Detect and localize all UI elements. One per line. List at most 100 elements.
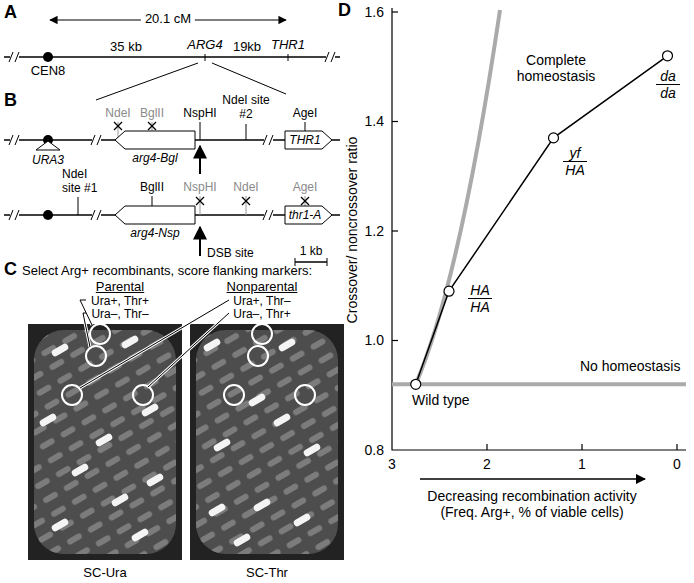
use-shape (247, 392, 266, 407)
label-anchor: AgeI (293, 180, 318, 194)
line-shape (148, 122, 156, 130)
genotype-label: da (656, 68, 680, 85)
polygon-shape (36, 141, 60, 150)
g-shape (80, 300, 229, 388)
label-anchor: 1 (578, 456, 586, 472)
site-label: BglII (140, 106, 164, 120)
polyline-shape (392, 8, 686, 450)
use-shape (212, 437, 231, 452)
line-shape (269, 210, 273, 220)
polyline-shape (83, 313, 90, 347)
use-shape (145, 472, 164, 487)
rect-shape (92, 209, 101, 221)
use-shape (38, 412, 57, 427)
tick-label: 3 (388, 456, 396, 472)
line-shape (96, 63, 198, 100)
use-shape (50, 342, 69, 357)
line-shape (263, 210, 267, 220)
line-shape (392, 230, 398, 231)
line-shape (200, 196, 201, 215)
rect-shape (10, 209, 19, 221)
label-anchor: 1.6 (365, 4, 384, 20)
agar-plate (28, 324, 182, 560)
class-heading: Parental (96, 279, 144, 294)
locus-label: ARG4 (187, 37, 222, 52)
tick-label: 0 (673, 456, 681, 472)
tick-label: 0.8 (365, 442, 384, 458)
line-shape (242, 197, 250, 205)
circle-shape (411, 379, 421, 389)
path-shape (416, 10, 500, 384)
label-anchor: 0.8 (365, 442, 384, 458)
line-shape (269, 135, 273, 145)
line-shape (91, 135, 95, 145)
line-shape (420, 478, 645, 480)
line-shape (78, 197, 79, 215)
phenotype-label: Ura+, Thr+ (91, 294, 149, 308)
line-shape (676, 444, 677, 450)
line-shape (196, 197, 204, 205)
use-shape (302, 442, 321, 457)
polygon-shape (285, 206, 332, 224)
line-shape (15, 52, 19, 62)
label-anchor: arg4-Nsp (130, 226, 179, 240)
circle-shape (43, 210, 53, 220)
phenotype-label: Ura–, Thr+ (233, 307, 290, 321)
line-shape (15, 210, 19, 220)
circle-shape (133, 385, 153, 405)
line-shape (325, 52, 329, 62)
label-anchor: 1 kb (300, 244, 323, 258)
line-shape (212, 63, 286, 94)
circle-shape (62, 385, 82, 405)
line-shape (91, 210, 95, 220)
g-shape (224, 324, 315, 405)
site-label: NdeI (233, 180, 258, 194)
label-anchor: 19kb (233, 39, 261, 54)
line-shape (486, 444, 487, 450)
use-shape (70, 462, 89, 477)
label-anchor: NdeI (105, 106, 130, 120)
line-shape (242, 197, 250, 205)
label-anchor: NspHI (183, 106, 216, 120)
label-anchor: BglII (140, 180, 164, 194)
line-shape (288, 54, 289, 61)
point-label: Wild type (412, 392, 470, 408)
line-shape (392, 121, 398, 122)
g-shape (62, 324, 153, 405)
panel-b-map (4, 122, 340, 266)
genotype-label: HA (563, 162, 587, 178)
label-anchor: DSB site (207, 246, 254, 260)
label-anchor: B (4, 90, 17, 110)
g-shape (196, 197, 309, 205)
rect-shape (34, 330, 176, 554)
line-shape (581, 444, 582, 450)
use-shape (232, 532, 251, 547)
use-shape (110, 492, 129, 507)
label-anchor: Ura–, Thr+ (233, 307, 290, 321)
line-shape (97, 135, 101, 145)
site-label: NdeI site #1 (62, 167, 108, 195)
panel-heading: Select Arg+ recombinants, score flanking… (22, 263, 312, 278)
site-label: AgeI (293, 106, 318, 120)
circle-shape (444, 286, 454, 296)
tick-label: 1.6 (365, 4, 384, 20)
polygon-shape (115, 206, 195, 224)
label-anchor: C (4, 259, 17, 279)
label-anchor: 3 (388, 456, 396, 472)
circle-shape (663, 51, 673, 61)
circle-shape (252, 324, 272, 344)
line-shape (196, 197, 204, 205)
use-shape (120, 334, 139, 349)
line-shape (9, 210, 13, 220)
site-label: AgeI (293, 180, 318, 194)
line-shape (148, 122, 156, 130)
data-series (411, 51, 673, 390)
label-anchor: Decreasing recombination activity (Freq.… (412, 488, 652, 520)
line-shape (15, 135, 19, 145)
label-anchor: D (338, 0, 351, 20)
locus-label: CEN8 (31, 63, 66, 78)
line-shape (9, 135, 13, 145)
line-shape (246, 196, 247, 215)
circle-shape (248, 346, 268, 366)
